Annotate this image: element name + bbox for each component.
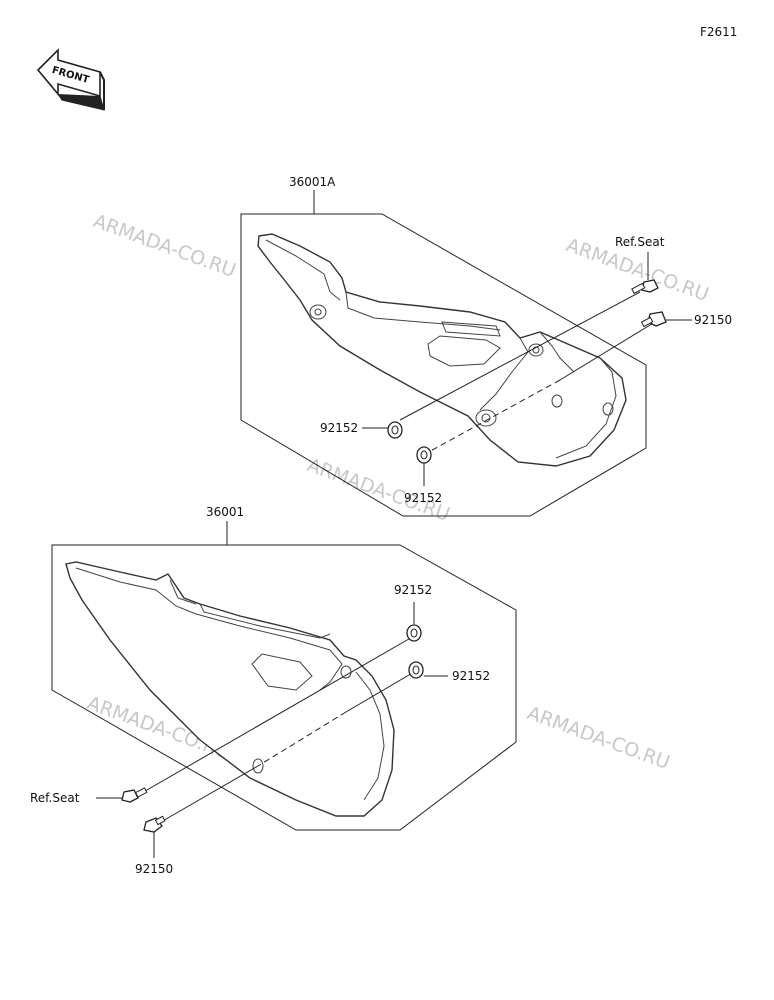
part-label-92152: 92152 (394, 583, 432, 597)
leader-line (559, 321, 656, 381)
part-label-36001A: 36001A (289, 175, 336, 189)
lower-assembly: 36001 92152 (30, 505, 517, 876)
front-arrow-icon: FRONT (36, 48, 105, 111)
grommet-icon (416, 446, 432, 464)
watermark: ARMADA-CO.RU (90, 210, 238, 282)
leader-line (139, 635, 415, 795)
bolt-icon (631, 279, 659, 295)
leader-line (153, 765, 259, 827)
leader-line (345, 671, 415, 713)
part-label-36001: 36001 (206, 505, 244, 519)
side-cover-left (65, 561, 395, 817)
assembly-boundary (240, 213, 647, 517)
part-label-92152: 92152 (404, 491, 442, 505)
bolt-icon (143, 815, 166, 833)
side-cover-right (257, 233, 627, 467)
part-label-92152: 92152 (320, 421, 358, 435)
leader-line-hidden (257, 711, 347, 767)
bolt-icon (121, 787, 148, 803)
leader-line-hidden (424, 379, 561, 455)
assembly-boundary (51, 544, 517, 831)
watermark: ARMADA-CO.RU (524, 702, 672, 774)
figure-code: F2611 (700, 25, 737, 39)
ref-seat-label: Ref.Seat (30, 791, 80, 805)
upper-assembly: 36001A Ref.S (240, 175, 732, 517)
part-label-92150: 92150 (694, 313, 732, 327)
grommet-icon (408, 661, 424, 679)
grommet-icon (387, 421, 403, 439)
bolt-icon (640, 311, 667, 328)
part-label-92150: 92150 (135, 862, 173, 876)
part-label-92152: 92152 (452, 669, 490, 683)
ref-seat-label: Ref.Seat (615, 235, 665, 249)
watermark: ARMADA-CO.RU (304, 454, 452, 526)
grommet-icon (406, 624, 422, 642)
leader-line (399, 291, 641, 421)
